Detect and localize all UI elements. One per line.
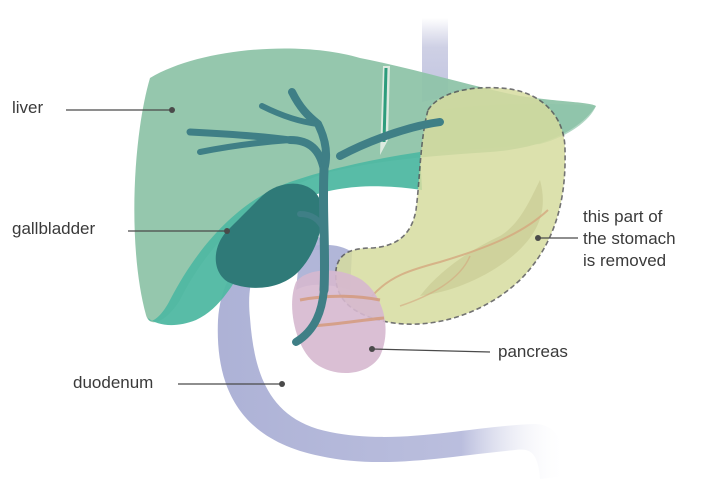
- stomach-label: this part of the stomach is removed: [583, 206, 711, 272]
- stomach-label-line-1: this part of: [583, 206, 711, 228]
- ligament-line: [384, 68, 386, 142]
- stomach-label-line-3: is removed: [583, 250, 711, 272]
- duodenum-label: duodenum: [73, 373, 153, 393]
- stomach-label-line-2: the stomach: [583, 228, 711, 250]
- pancreas-label: pancreas: [498, 342, 568, 362]
- leader-line-pancreas: [372, 349, 490, 352]
- liver-label: liver: [12, 98, 43, 118]
- gallbladder-label: gallbladder: [12, 219, 95, 239]
